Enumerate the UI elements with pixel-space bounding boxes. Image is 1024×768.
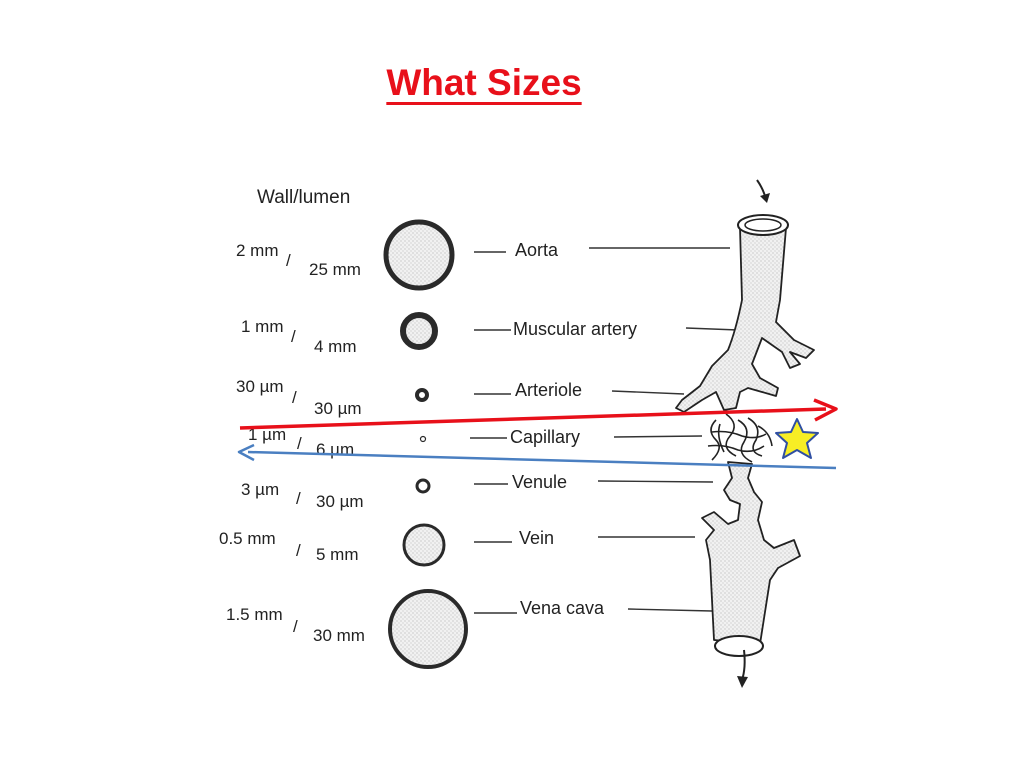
vena-cava-opening [714,635,764,657]
size-slash: / [293,617,298,636]
venule-lumen-size: 30 µm [316,492,364,511]
vein-cross-section [402,523,446,567]
size-slash: / [291,327,296,346]
muscular-artery-label: Muscular artery [513,319,637,339]
size-slash: / [297,434,302,453]
vein-lumen-size: 5 mm [316,545,359,564]
vena-cava-cross-section [388,589,468,669]
capillary-label: Capillary [510,427,580,447]
venule-leader-right [597,480,714,483]
vein-label: Vein [519,528,554,548]
aorta-cross-section [383,219,455,291]
vena-cava-lumen-size: 30 mm [313,626,365,645]
capillary-wall-size: 1 µm [248,425,286,444]
vena-cava-wall-size: 1.5 mm [226,605,283,624]
capillary-network [707,413,773,463]
size-slash: / [292,388,297,407]
star-icon [775,418,819,459]
row-vein: 0.5 mm / 5 mm Vein [219,523,695,567]
arteriole-label: Arteriole [515,380,582,400]
aorta-label: Aorta [515,240,559,260]
arteriole-leader-right [611,390,685,395]
blue-arrowhead-icon [237,443,255,462]
aorta-lumen-opening [744,218,782,232]
wall-lumen-header: Wall/lumen [257,187,350,208]
capillary-cross-section [419,435,427,443]
row-muscular-artery: 1 mm / 4 mm Muscular artery [241,312,739,356]
vena-cava-label: Vena cava [520,598,605,618]
blue-arrow [237,443,837,470]
capillary-leader-right [613,435,703,438]
aorta-wall-size: 2 mm [236,241,279,260]
muscular-artery-leader-right [685,327,739,331]
arteriole-cross-section [415,388,429,402]
venule-wall-size: 3 µm [241,480,279,499]
vessel-tree-illustration [675,179,815,688]
muscular-artery-lumen-size: 4 mm [314,337,357,356]
venule-cross-section [415,478,431,494]
size-slash: / [296,541,301,560]
slide-title: What Sizes [386,62,582,103]
outflow-arrowhead-icon [737,676,748,688]
venous-tree-shape [701,461,801,645]
capillary-lumen-size: 6 µm [316,440,354,459]
aorta-lumen-size: 25 mm [309,260,361,279]
vena-cava-leader-right [627,608,713,612]
row-aorta: 2 mm / 25 mm Aorta [236,219,730,291]
size-slash: / [286,251,291,270]
muscular-artery-cross-section [400,312,438,350]
row-venule: 3 µm / 30 µm Venule [241,472,714,511]
row-vena-cava: 1.5 mm / 30 mm Vena cava [226,589,713,669]
venule-label: Venule [512,472,567,492]
inflow-arrowhead-icon [760,193,770,203]
blue-arrow-shaft [247,450,837,470]
arteriole-lumen-size: 30 µm [314,399,362,418]
arteriole-wall-size: 30 µm [236,377,284,396]
vein-wall-size: 0.5 mm [219,529,276,548]
red-arrow-shaft [239,407,827,430]
red-arrowhead-icon [813,398,838,422]
arterial-tree-shape [675,227,815,413]
muscular-artery-wall-size: 1 mm [241,317,284,336]
size-slash: / [296,489,301,508]
red-arrow [239,398,838,430]
row-arteriole: 30 µm / 30 µm Arteriole [236,377,685,418]
